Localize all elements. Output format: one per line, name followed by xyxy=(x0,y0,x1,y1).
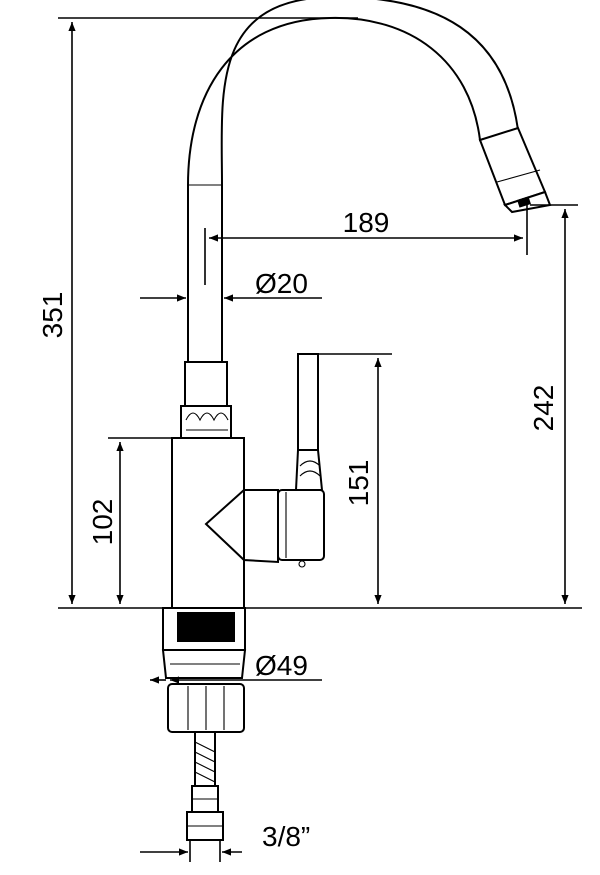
faucet-body xyxy=(171,353,325,609)
label-handle-height: 151 xyxy=(343,460,374,507)
spout-neck xyxy=(187,0,520,363)
label-body-height: 102 xyxy=(87,499,118,546)
dimension-lines xyxy=(58,17,582,862)
swivel-nut xyxy=(180,361,232,439)
label-total-height: 351 xyxy=(37,292,68,339)
label-connector: 3/8” xyxy=(262,821,310,852)
mounting-base xyxy=(161,607,247,679)
aerator xyxy=(478,126,552,214)
supply-hose xyxy=(186,731,224,841)
dimension-labels: 351 189 Ø20 242 151 102 Ø49 3/8” xyxy=(37,207,559,852)
label-base-diameter: Ø49 xyxy=(255,650,308,681)
fixing-nut xyxy=(167,683,245,733)
label-spout-height: 242 xyxy=(528,385,559,432)
label-spout-reach: 189 xyxy=(343,207,390,238)
label-pipe-diameter: Ø20 xyxy=(255,268,308,299)
faucet-outline xyxy=(161,0,552,841)
